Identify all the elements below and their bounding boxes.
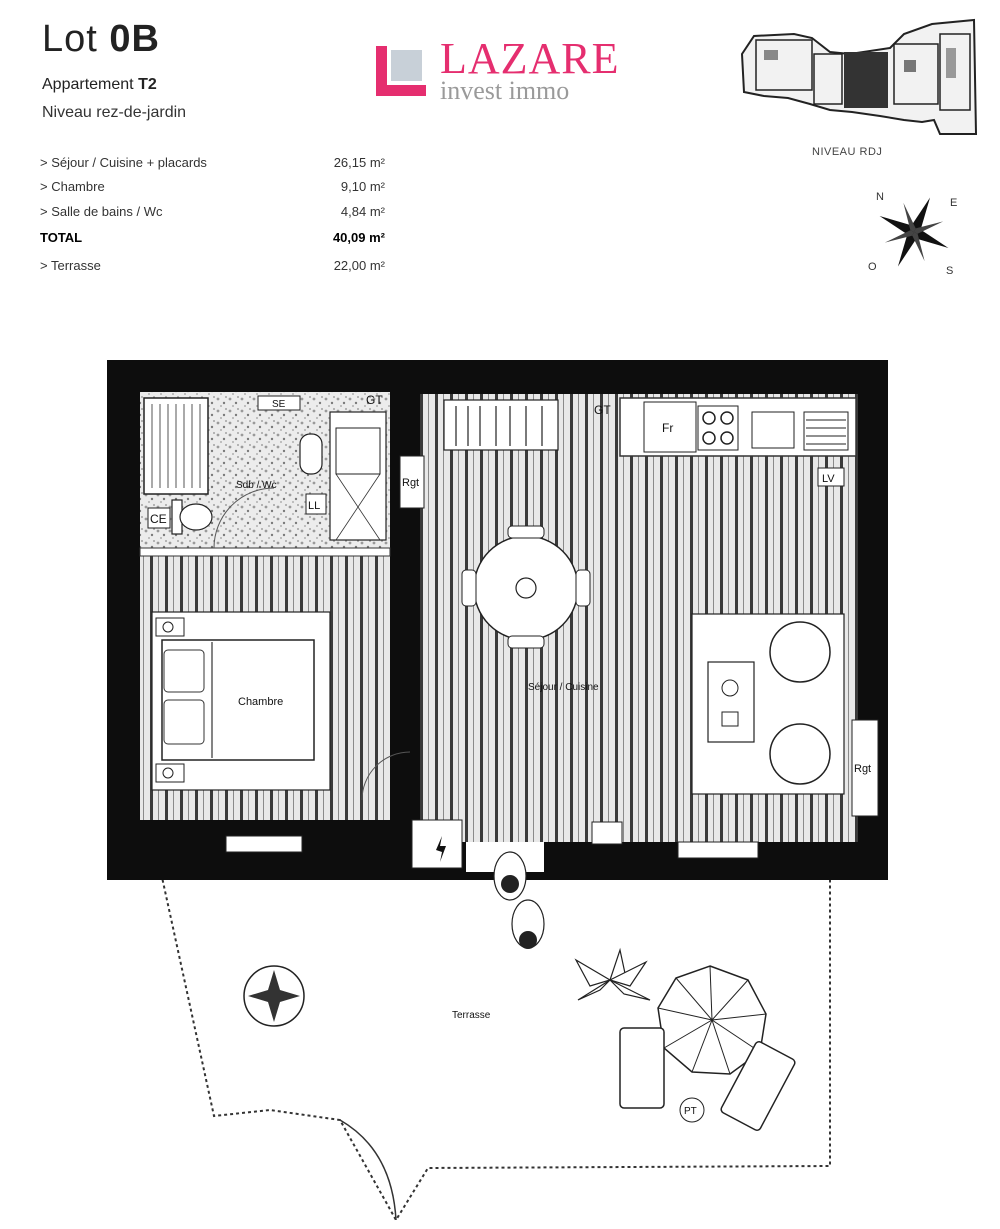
area-value: 9,10 m² xyxy=(340,179,385,194)
label-bedroom: Chambre xyxy=(238,696,283,708)
bed-icon xyxy=(151,611,331,791)
apartment-type-value: T2 xyxy=(138,76,157,93)
interior-wall xyxy=(390,392,420,732)
person-icon xyxy=(493,851,527,901)
lazare-logo-mark xyxy=(376,46,426,96)
area-label: > Chambre xyxy=(40,179,105,194)
pillar-gap xyxy=(591,821,623,845)
lot-number: 0B xyxy=(109,18,160,60)
parasol-icon xyxy=(657,965,767,1075)
se-box xyxy=(257,395,301,411)
person-icon xyxy=(511,899,545,949)
lot-title: Lot 0B xyxy=(42,18,160,61)
tag-fr: Fr xyxy=(662,421,673,435)
total-value: 40,09 m² xyxy=(332,230,385,245)
logo-tagline: invest immo xyxy=(440,76,570,105)
area-value: 4,84 m² xyxy=(340,204,385,219)
total-label: TOTAL xyxy=(40,230,83,245)
armchair-icon xyxy=(769,621,831,683)
pt-table-icon xyxy=(679,1097,705,1123)
armchair-icon xyxy=(769,723,831,785)
bath-door-arc xyxy=(213,487,275,549)
wardrobe-icon xyxy=(443,399,559,451)
compass-e: E xyxy=(950,197,957,209)
minimap-label: NIVEAU RDJ xyxy=(812,146,883,158)
building-minimap xyxy=(740,18,978,135)
compass-n: N xyxy=(876,191,884,203)
sunlounger-icon xyxy=(720,1041,796,1131)
rgt-right-box xyxy=(851,719,879,817)
shower-icon xyxy=(329,411,387,541)
electric-panel-icon xyxy=(436,836,446,862)
logo-name: LAZARE xyxy=(440,34,620,83)
bedroom-door-arc xyxy=(361,751,411,801)
drainboard-icon xyxy=(803,411,849,451)
ce-box xyxy=(147,507,171,529)
area-label: > Séjour / Cuisine + placards xyxy=(40,155,207,170)
living-window xyxy=(677,841,759,859)
compass-o: O xyxy=(868,261,877,273)
area-row-terrace: > Terrasse 22,00 m² xyxy=(40,258,385,273)
tag-pt: PT xyxy=(684,1106,697,1117)
compass-rose-icon: N E O S xyxy=(868,191,957,277)
tag-ll: LL xyxy=(308,500,320,512)
area-row-total: TOTAL 40,09 m² xyxy=(40,230,385,245)
label-living: Séjour / Cuisine xyxy=(528,682,599,693)
tag-lv: LV xyxy=(822,473,835,485)
floor-plan: CE LL SE GT Sdb / Wc Rgt Chambre xyxy=(107,360,888,1222)
toilet-icon xyxy=(171,499,213,535)
fridge-icon xyxy=(643,401,697,453)
bathtub-icon xyxy=(143,397,209,495)
ll-box xyxy=(305,493,327,515)
tag-gt-bath: GT xyxy=(366,393,383,407)
bath-bedroom-partition xyxy=(139,547,391,557)
area-label: > Salle de bains / Wc xyxy=(40,204,163,219)
tag-rgt-left: Rgt xyxy=(402,477,419,489)
dining-table-icon xyxy=(461,525,591,649)
area-value: 26,15 m² xyxy=(333,155,385,170)
apartment-type: Appartement T2 xyxy=(42,76,157,94)
level-label: Niveau rez-de-jardin xyxy=(42,104,187,121)
terrace-value: 22,00 m² xyxy=(333,258,385,273)
bedroom-window xyxy=(225,835,303,853)
label-terrace: Terrasse xyxy=(452,1010,491,1021)
entry-door xyxy=(411,819,463,869)
bath-sink-icon xyxy=(299,433,323,475)
palm-plant-icon xyxy=(574,947,651,1001)
area-row-sejour: > Séjour / Cuisine + placards 26,15 m² xyxy=(40,155,385,170)
rgt-left-box xyxy=(399,455,425,509)
floor-medallion-icon xyxy=(243,965,305,1027)
lot-prefix: Lot xyxy=(42,18,98,60)
tag-ce: CE xyxy=(150,512,167,526)
terrace-area xyxy=(159,867,831,1222)
lv-box xyxy=(817,467,845,487)
sunlounger-icon xyxy=(619,1027,665,1109)
area-row-chambre: > Chambre 9,10 m² xyxy=(40,179,385,194)
tag-rgt-right: Rgt xyxy=(854,763,871,775)
tag-gt-living: GT xyxy=(594,403,611,417)
apartment-prefix: Appartement xyxy=(42,76,134,93)
area-row-bathroom: > Salle de bains / Wc 4,84 m² xyxy=(40,204,385,219)
label-bathroom: Sdb / Wc xyxy=(236,480,277,491)
kitchen-sink-icon xyxy=(751,411,795,449)
terrace-label: > Terrasse xyxy=(40,258,101,273)
tag-se: SE xyxy=(272,399,286,410)
compass-s: S xyxy=(946,265,953,277)
cooktop-icon xyxy=(697,405,739,451)
